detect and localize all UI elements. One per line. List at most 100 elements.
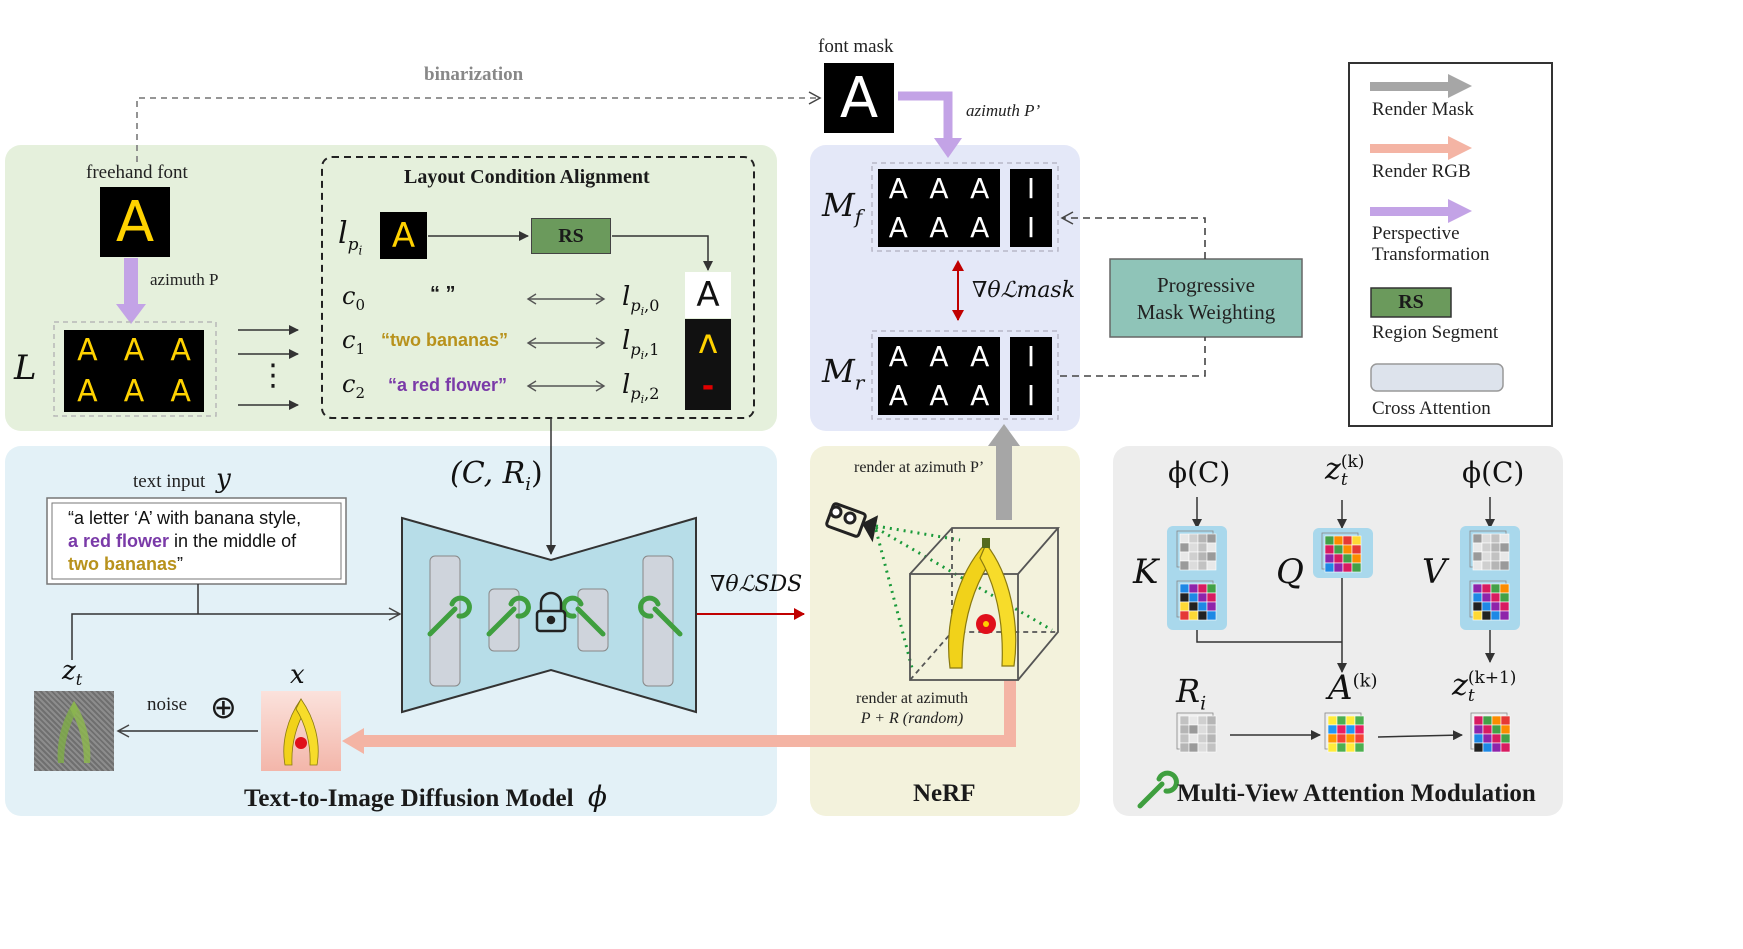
mr-grid: A A A A A A: [878, 337, 1000, 415]
legend-region-segment: Region Segment: [1372, 322, 1499, 343]
mask-letter: A: [929, 340, 949, 373]
legend-perspective: Perspective Transformation: [1372, 223, 1490, 265]
mask-letter: A: [970, 211, 990, 244]
ri-gray-tile: [1176, 712, 1217, 753]
ri-label: Ri: [1176, 672, 1207, 715]
legend-render-mask: Render Mask: [1372, 99, 1474, 120]
lpi0-label: lpi,0: [622, 282, 660, 319]
noisy-latent-image: [34, 691, 114, 771]
progressive-line2: Mask Weighting: [1136, 300, 1276, 324]
noisy-bananas: [57, 701, 91, 763]
L-symbol: L: [14, 348, 37, 388]
k-gray-tile: [1176, 530, 1217, 571]
attention-panel: [1113, 446, 1563, 816]
add-noise-icon: ⊕: [210, 688, 237, 726]
a-k-tile: [1324, 712, 1365, 753]
c0-text: “ ”: [430, 283, 456, 305]
segment-tile-1: ʌ: [685, 319, 731, 365]
segment-tile-0: A: [685, 272, 731, 318]
grid-letter: A: [170, 333, 191, 368]
attention-wrench-icon: [1137, 770, 1179, 809]
mask-side-letter: I: [1026, 211, 1036, 244]
layout-grid: A A A A A A: [64, 330, 204, 412]
zt-k-label: z (k) t: [1325, 452, 1365, 490]
c2-text: “a red flower”: [388, 375, 508, 395]
legend-cross-attention: Cross Attention: [1372, 398, 1491, 419]
c0-label: c0: [342, 282, 365, 314]
c2-label: c2: [342, 370, 365, 402]
mask-letter: A: [929, 379, 949, 412]
prompt-text: “a letter ‘A’ with banana style, a red f…: [68, 508, 302, 574]
mask-letter: A: [970, 172, 990, 205]
v-color-tile: [1469, 580, 1510, 621]
text-input-label: text input y: [133, 464, 231, 494]
v-gray-tile: [1469, 530, 1510, 571]
mr-label: Mr: [822, 352, 865, 395]
azimuth-p-prime-label: azimuth P’: [966, 101, 1041, 120]
mask-letter: A: [888, 379, 908, 412]
phi-c-left: ϕ(C): [1168, 456, 1231, 489]
a-k-label: A(k): [1328, 668, 1378, 708]
rs-box: RS: [531, 218, 611, 254]
grid-letter: A: [123, 333, 145, 368]
mask-side-letter: I: [1026, 340, 1036, 373]
mf-side: I I: [1010, 169, 1052, 247]
attention-grids: [1176, 530, 1511, 753]
render-random-label: render at azimuth P + R (random): [856, 690, 968, 727]
grid-letter: A: [170, 374, 191, 409]
render-p-prime-label: render at azimuth P’: [854, 459, 985, 476]
perspective-arrow: [898, 91, 953, 140]
mf-grid: A A A A A A: [878, 169, 1000, 247]
sds-loss-label: ∇θℒSDS: [710, 572, 803, 597]
grid-letter: A: [77, 374, 98, 409]
nerf-title: NeRF: [913, 780, 976, 807]
c1-text: “two bananas”: [381, 330, 509, 350]
rendered-image: [261, 691, 341, 771]
alignment-title: Layout Condition Alignment: [404, 166, 650, 188]
k-label: K: [1133, 552, 1159, 592]
zt-label: zt: [62, 656, 83, 690]
noise-label: noise: [147, 694, 188, 715]
wrench-icons: [427, 595, 683, 637]
attention-title: Multi-View Attention Modulation: [1177, 780, 1536, 807]
mf-label: Mf: [822, 186, 863, 229]
c1-label: c1: [342, 326, 365, 358]
camera-icon: [825, 502, 879, 543]
lpi1-label: lpi,1: [622, 326, 660, 363]
mr-side: I I: [1010, 337, 1052, 415]
mask-side-letter: I: [1026, 379, 1036, 412]
k-color-tile: [1176, 580, 1217, 621]
azimuth-p-label: azimuth P: [150, 270, 219, 289]
nerf-panel: [810, 446, 1080, 816]
zt-next-label: z (k+1) t: [1452, 668, 1517, 706]
grid-letter: A: [77, 333, 98, 368]
q-color-tile: [1321, 532, 1362, 573]
segment-tile-2: -: [685, 364, 731, 410]
v-label: V: [1422, 552, 1447, 592]
progressive-line1: Progressive: [1157, 273, 1255, 297]
progressive-mask-weighting: Progressive Mask Weighting: [1110, 272, 1302, 326]
mask-letter: A: [970, 379, 990, 412]
lpi2-label: lpi,2: [622, 370, 660, 407]
mask-letter: A: [888, 172, 908, 205]
mask-loss-label: ∇θℒmask: [972, 278, 1076, 303]
binarization-label: binarization: [424, 64, 524, 85]
mask-side-letter: I: [1026, 172, 1036, 205]
binarization-arrow: [136, 91, 822, 162]
rendered-bananas: [283, 698, 319, 766]
lpi-tile: A: [380, 212, 427, 259]
mask-letter: A: [970, 340, 990, 373]
vertical-dots: ⋮: [258, 358, 288, 393]
mask-letter: A: [929, 172, 949, 205]
zt-next-tile: [1470, 712, 1511, 753]
x-label: x: [290, 660, 305, 690]
legend-render-rgb: Render RGB: [1372, 161, 1471, 182]
freehand-font-tile: A: [100, 187, 170, 257]
phi-c-right: ϕ(C): [1462, 456, 1525, 489]
lpi-label: lpi: [338, 216, 363, 258]
lock-icon: [535, 591, 567, 633]
unet-shape: [401, 516, 697, 714]
diffusion-title: Text-to-Image Diffusion Model ϕ: [244, 780, 607, 813]
